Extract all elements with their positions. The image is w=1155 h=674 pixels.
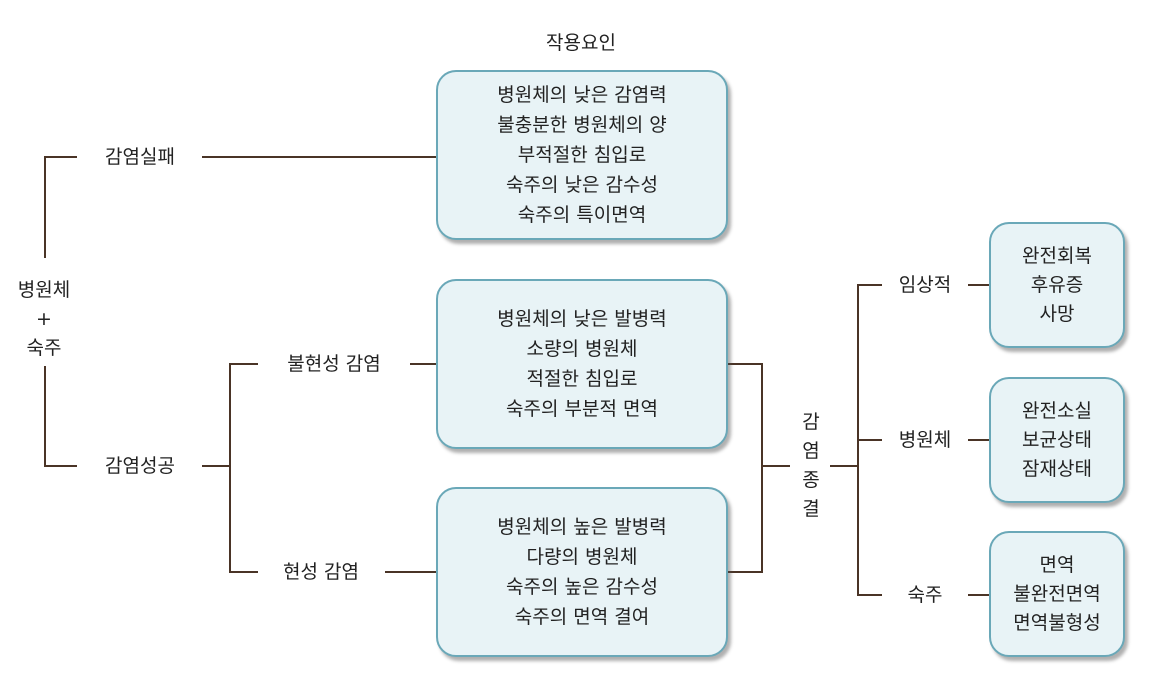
outcome-label-pathogen: 병원체 — [898, 429, 952, 451]
root-line-plus: + — [36, 308, 52, 330]
box-line: 소량의 병원체 — [526, 338, 638, 360]
outcome-label-host: 숙주 — [907, 584, 943, 606]
box-line: 보균상태 — [1022, 428, 1092, 451]
box-line: 완전회복 — [1022, 244, 1092, 267]
termination-char: 결 — [802, 498, 820, 520]
root-label: 병원체 + 숙주 — [18, 276, 70, 363]
box-line: 적절한 침입로 — [526, 368, 638, 390]
box-line: 불완전면역 — [1013, 582, 1101, 605]
factor-title: 작용요인 — [546, 32, 616, 54]
box-outcome-pathogen: 완전소실 보균상태 잠재상태 — [989, 377, 1125, 503]
box-line: 다량의 병원체 — [526, 546, 638, 568]
termination-char: 종 — [802, 469, 820, 491]
branch-apparent-infection: 현성 감염 — [283, 561, 359, 583]
box-line: 숙주의 특이면역 — [517, 204, 647, 226]
box-line: 숙주의 높은 감수성 — [506, 576, 658, 598]
box-line: 숙주의 부분적 면역 — [506, 398, 658, 420]
root-line-pathogen: 병원체 — [17, 279, 71, 301]
connector-termination-bracket — [728, 363, 763, 573]
box-line: 후유증 — [1030, 273, 1084, 296]
branch-infection-fail: 감염실패 — [105, 146, 175, 168]
outcome-label-clinical: 임상적 — [898, 274, 952, 296]
termination-char: 염 — [802, 440, 820, 462]
box-line: 숙주의 면역 결여 — [514, 606, 650, 628]
box-line: 완전소실 — [1022, 399, 1092, 422]
box-apparent-factors: 병원체의 높은 발병력 다량의 병원체 숙주의 높은 감수성 숙주의 면역 결여 — [436, 487, 728, 657]
connector-root-top — [44, 156, 77, 258]
box-inapparent-factors: 병원체의 낮은 발병력 소량의 병원체 적절한 침입로 숙주의 부분적 면역 — [436, 279, 728, 449]
box-line: 잠재상태 — [1022, 457, 1092, 480]
box-line: 사망 — [1039, 302, 1075, 325]
box-outcome-clinical: 완전회복 후유증 사망 — [989, 222, 1125, 348]
connector-success-bracket — [229, 363, 258, 573]
box-line: 면역불형성 — [1013, 611, 1101, 634]
box-line: 부적절한 침입로 — [517, 144, 647, 166]
box-line: 숙주의 낮은 감수성 — [506, 174, 658, 196]
box-outcome-host: 면역 불완전면역 면역불형성 — [989, 531, 1125, 657]
branch-inapparent-infection: 불현성 감염 — [287, 353, 381, 375]
box-line: 병원체의 낮은 감염력 — [497, 84, 667, 106]
termination-label: 감 염 종 결 — [797, 408, 825, 524]
termination-char: 감 — [802, 411, 820, 433]
root-line-host: 숙주 — [26, 337, 62, 359]
box-line: 병원체의 높은 발병력 — [497, 516, 667, 538]
box-fail-factors: 병원체의 낮은 감염력 불충분한 병원체의 양 부적절한 침입로 숙주의 낮은 … — [436, 70, 728, 240]
box-line: 불충분한 병원체의 양 — [497, 114, 667, 136]
branch-infection-success: 감염성공 — [105, 455, 175, 477]
connector-root-bottom — [44, 366, 77, 467]
box-line: 면역 — [1039, 553, 1075, 576]
box-line: 병원체의 낮은 발병력 — [497, 308, 667, 330]
